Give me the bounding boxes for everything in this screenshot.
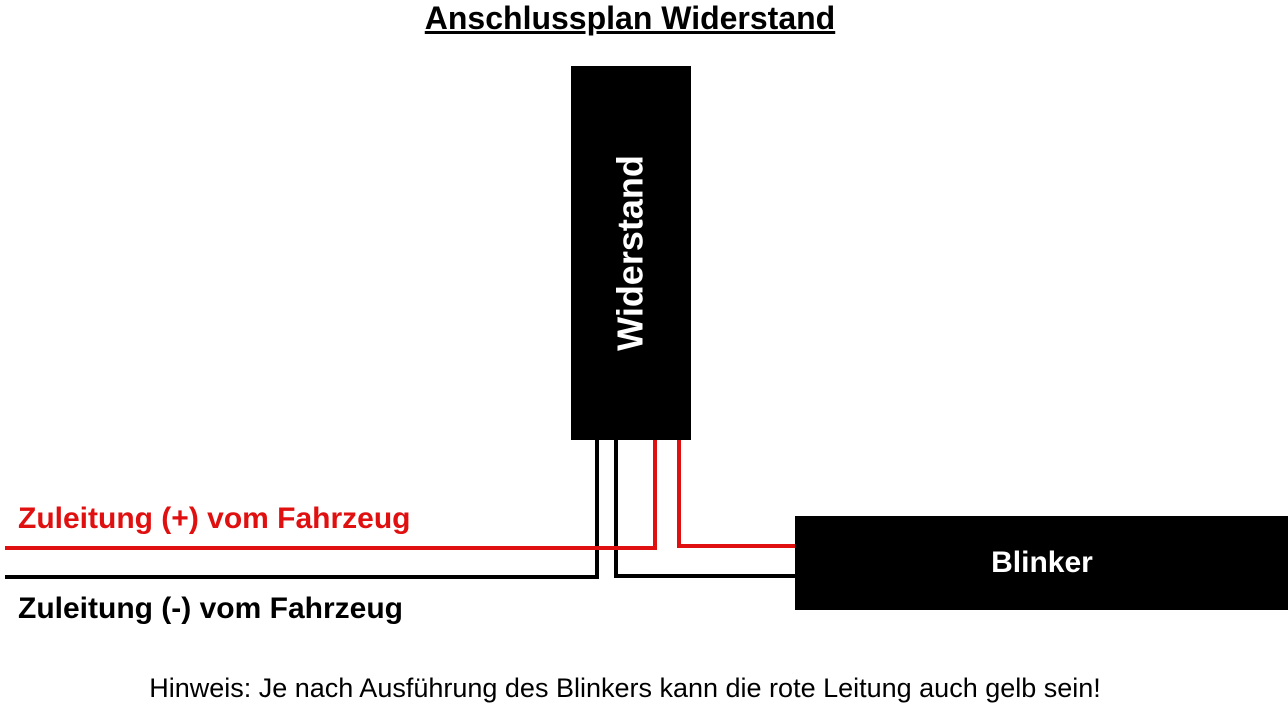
blinker-label: Blinker [991,546,1093,579]
negative-blinker-wire [614,440,795,578]
positive-blinker-wire [677,440,795,548]
negative-supply-wire [5,440,599,579]
blinker-box [795,516,1288,610]
positive-supply-wire [5,440,657,550]
negative-supply-label: Zuleitung (-) vom Fahrzeug [18,592,403,625]
diagram-title: Anschlussplan Widerstand [424,0,836,36]
resistor-label: Widerstand [610,155,651,351]
resistor-box [571,66,691,440]
hint-note: Hinweis: Je nach Ausführung des Blinkers… [149,673,1101,703]
positive-supply-label: Zuleitung (+) vom Fahrzeug [18,502,411,535]
